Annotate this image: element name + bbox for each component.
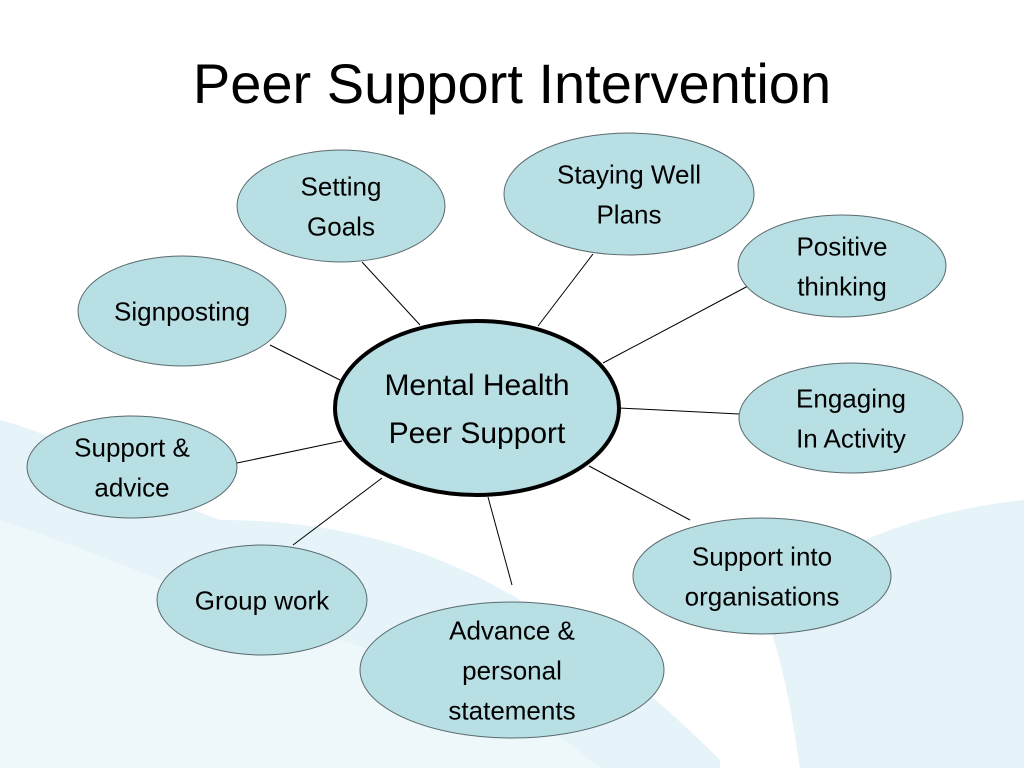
connector-setting-goals [361,261,421,326]
center-label-line: Mental Health [384,369,569,402]
node-support-into-organisations: Support into organisations [632,517,892,635]
node-ellipse [503,132,755,256]
node-support-and-advice: Support & advice [26,415,238,519]
node-ellipse [236,149,446,263]
node-ellipse [632,517,892,635]
node-ellipse [359,601,665,739]
node-engaging-in-activity-label-line: In Activity [796,423,906,453]
node-positive-thinking: Positive thinking [737,214,947,318]
node-support-into-organisations-label-line: Support into [692,541,832,571]
connectors [236,253,749,586]
center-ellipse [333,319,621,497]
node-setting-goals-label-line: Goals [307,211,375,241]
node-advance-personal-statements-label-line: personal [462,655,562,685]
node-ellipse [156,544,368,656]
node-group-work: Group work [156,544,368,656]
connector-advance-personal-statements [487,496,513,586]
node-support-and-advice-label-line: advice [94,472,169,502]
node-engaging-in-activity-label-line: Engaging [796,383,906,413]
node-ellipse [737,214,947,318]
node-ellipse [738,362,964,474]
connector-group-work [292,477,383,546]
node-engaging-in-activity: Engaging In Activity [738,362,964,474]
node-staying-well-plans-label-line: Plans [596,199,661,229]
node-group-work-label-line: Group work [195,585,330,615]
connector-support-into-organisations [588,465,691,521]
node-signposting: Signposting [77,255,287,367]
node-advance-personal-statements-label-line: statements [448,695,575,725]
connector-engaging-in-activity [618,407,740,415]
connector-support-and-advice [236,440,343,464]
node-positive-thinking-label-line: Positive [796,231,887,261]
connector-signposting [269,344,341,381]
node-staying-well-plans-label-line: Staying Well [557,159,701,189]
node-support-into-organisations-label-line: organisations [685,581,840,611]
connector-staying-well-plans [537,253,594,327]
node-positive-thinking-label-line: thinking [797,271,887,301]
node-advance-personal-statements: Advance & personal statements [359,601,665,739]
node-support-and-advice-label-line: Support & [74,432,190,462]
node-ellipse [26,415,238,519]
node-ellipse [77,255,287,367]
connector-positive-thinking [602,285,749,364]
node-advance-personal-statements-label-line: Advance & [449,615,575,645]
node-setting-goals-label-line: Setting [301,171,382,201]
page-title: Peer Support Intervention [192,52,832,115]
node-signposting-label-line: Signposting [114,296,250,326]
center-label-line: Peer Support [389,417,566,450]
